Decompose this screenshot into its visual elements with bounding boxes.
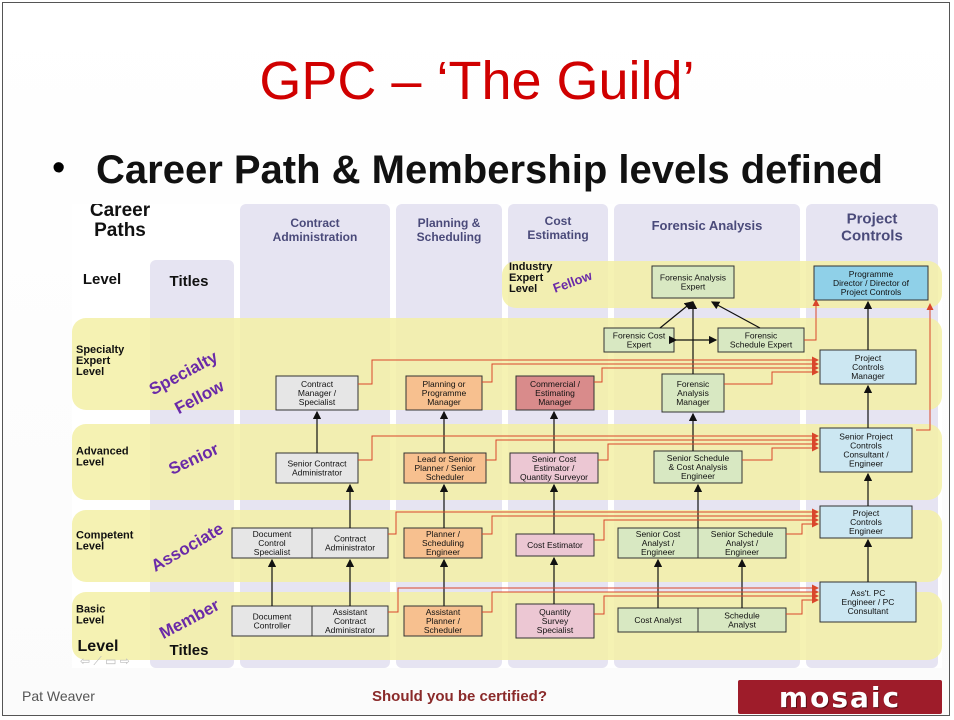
cross-path-arrow-1 [482, 360, 819, 383]
level-header: Level [83, 271, 121, 288]
box-pc-asst [819, 581, 917, 623]
slide-nav-glyphs[interactable]: ⇦ ⟋ ▭ ⇨ [80, 654, 130, 668]
logo-text: mosaic [778, 680, 902, 714]
box-label-ce-estimator: Cost Estimator [527, 540, 583, 550]
cross-path-arrow-14 [594, 592, 819, 615]
cross-path-arrow-0 [358, 356, 819, 385]
bullet-marker: • [52, 147, 66, 189]
box-pc-senior [819, 427, 913, 473]
box-pc-director [813, 265, 929, 301]
cross-path-arrow-6 [598, 440, 819, 461]
mosaic-logo: mosaic [738, 680, 942, 714]
column-header-ps: Planning &Scheduling [417, 216, 482, 244]
bullet-text: Career Path & Membership levels defined [96, 148, 883, 192]
titles-footer: Titles [170, 642, 209, 659]
box-ce-qs [515, 603, 595, 639]
box-fa-sched-analyst [697, 607, 787, 633]
cross-path-arrow-8 [388, 508, 819, 535]
box-ps-senior [403, 452, 487, 484]
cross-path-arrow-9 [482, 512, 819, 535]
column-header-fa: Forensic Analysis [652, 218, 763, 233]
box-ce-senior [509, 452, 599, 484]
cross-path-arrow-5 [486, 436, 819, 461]
cross-path-arrow-7 [742, 444, 819, 461]
box-fa-sched-analyst-eng [697, 527, 787, 559]
box-ce-manager [515, 375, 595, 411]
box-pc-engineer [819, 505, 913, 539]
cross-path-arrow-4 [358, 432, 819, 461]
cross-path-arrow-11 [786, 520, 819, 535]
cross-path-arrow-15 [786, 596, 819, 615]
cross-path-arrow-3 [724, 368, 819, 385]
box-pc-manager [819, 349, 917, 385]
box-ca-manager [275, 375, 359, 411]
cross-path-arrow-13 [482, 588, 819, 613]
cross-path-arrow-16 [916, 303, 934, 431]
footer-author: Pat Weaver [22, 688, 95, 704]
box-fa-schedule-expert [717, 327, 805, 353]
level-footer: Level [78, 638, 119, 655]
cross-path-arrow-12 [388, 584, 819, 613]
box-ps-asst [403, 605, 483, 637]
box-fa-senior [653, 450, 743, 484]
cross-path-arrow-10 [594, 516, 819, 541]
cross-path-arrow-17 [804, 299, 820, 341]
box-ps-engineer [403, 527, 483, 559]
box-ps-manager [405, 375, 483, 411]
box-ce-estimator [515, 533, 595, 557]
footer-caption: Should you be certified? [372, 688, 548, 705]
progression-arrow-19 [659, 301, 693, 329]
cross-path-arrow-2 [594, 364, 819, 383]
box-fa-expert [651, 265, 735, 299]
box-label-fa-cost-analyst: Cost Analyst [634, 615, 682, 625]
titles-header: Titles [170, 273, 209, 290]
slide-title: GPC – ‘The Guild’ [259, 51, 695, 111]
box-fa-cost-analyst-eng [617, 527, 699, 559]
box-ca-doc-specialist [231, 527, 313, 559]
progression-arrow-20 [710, 301, 761, 329]
